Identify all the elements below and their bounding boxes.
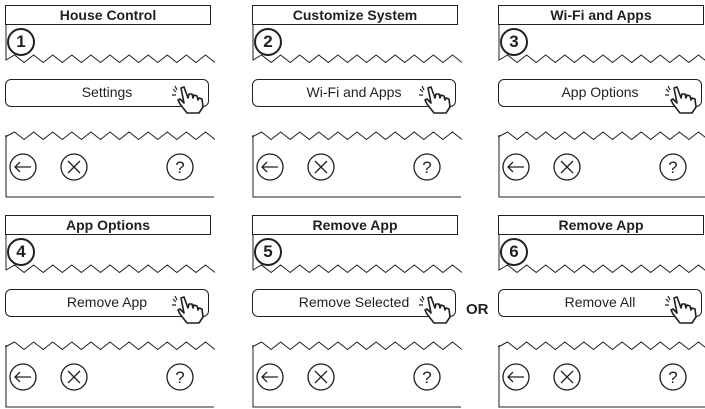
help-question-icon[interactable]: ? [658, 152, 688, 182]
step-number-badge: 4 [7, 238, 35, 266]
help-question-icon[interactable]: ? [658, 362, 688, 392]
cancel-x-icon[interactable] [552, 362, 582, 392]
hand-pointer-icon [665, 295, 697, 324]
back-arrow-icon[interactable] [8, 362, 38, 392]
screen-title: Remove App [498, 215, 704, 235]
screen-bottom-frame [498, 131, 705, 198]
step-number-badge: 2 [254, 28, 282, 56]
cancel-x-icon[interactable] [552, 152, 582, 182]
step-number-badge: 3 [500, 28, 528, 56]
action-button[interactable]: Remove Selected [252, 289, 456, 317]
action-button[interactable]: Settings [5, 79, 209, 107]
hand-pointer-icon [419, 295, 451, 324]
cancel-x-icon[interactable] [306, 152, 336, 182]
svg-text:?: ? [422, 368, 431, 387]
cancel-x-icon[interactable] [306, 362, 336, 392]
screen-top-frame [252, 235, 462, 274]
hand-pointer-icon [172, 85, 204, 114]
back-arrow-icon[interactable] [8, 152, 38, 182]
step-panel-3: Wi-Fi and Apps 3 App Options ? [498, 5, 705, 199]
help-question-icon[interactable]: ? [165, 362, 195, 392]
back-arrow-icon[interactable] [501, 362, 531, 392]
svg-text:?: ? [422, 158, 431, 177]
screen-title: Wi-Fi and Apps [498, 5, 704, 25]
screen-title: Customize System [252, 5, 458, 25]
screen-top-frame [5, 25, 215, 64]
svg-text:?: ? [175, 158, 184, 177]
help-question-icon[interactable]: ? [412, 362, 442, 392]
screen-bottom-frame [5, 131, 215, 198]
step-panel-5: Remove App 5 Remove Selected ? [252, 215, 462, 409]
back-arrow-icon[interactable] [255, 152, 285, 182]
step-panel-2: Customize System 2 Wi-Fi and Apps ? [252, 5, 462, 199]
step-panel-4: App Options 4 Remove App ? [5, 215, 215, 409]
screen-bottom-frame [252, 131, 462, 198]
action-button[interactable]: Wi-Fi and Apps [252, 79, 456, 107]
hand-pointer-icon [419, 85, 451, 114]
screen-title: House Control [5, 5, 211, 25]
step-number-badge: 6 [500, 238, 528, 266]
back-arrow-icon[interactable] [501, 152, 531, 182]
action-button[interactable]: Remove App [5, 289, 209, 317]
step-panel-6: Remove App 6 Remove All ? [498, 215, 705, 409]
step-number-badge: 5 [254, 238, 282, 266]
screen-title: App Options [5, 215, 211, 235]
hand-pointer-icon [665, 85, 697, 114]
screen-top-frame [498, 25, 705, 64]
screen-top-frame [498, 235, 705, 274]
back-arrow-icon[interactable] [255, 362, 285, 392]
hand-pointer-icon [172, 295, 204, 324]
svg-text:?: ? [668, 158, 677, 177]
screen-title: Remove App [252, 215, 458, 235]
cancel-x-icon[interactable] [59, 152, 89, 182]
cancel-x-icon[interactable] [59, 362, 89, 392]
step-number-badge: 1 [7, 28, 35, 56]
help-question-icon[interactable]: ? [412, 152, 442, 182]
action-button[interactable]: Remove All [498, 289, 702, 317]
screen-top-frame [252, 25, 462, 64]
svg-text:?: ? [668, 368, 677, 387]
or-label: OR [466, 301, 489, 318]
help-question-icon[interactable]: ? [165, 152, 195, 182]
svg-text:?: ? [175, 368, 184, 387]
step-panel-1: House Control 1 Settings ? [5, 5, 215, 199]
action-button[interactable]: App Options [498, 79, 702, 107]
screen-top-frame [5, 235, 215, 274]
